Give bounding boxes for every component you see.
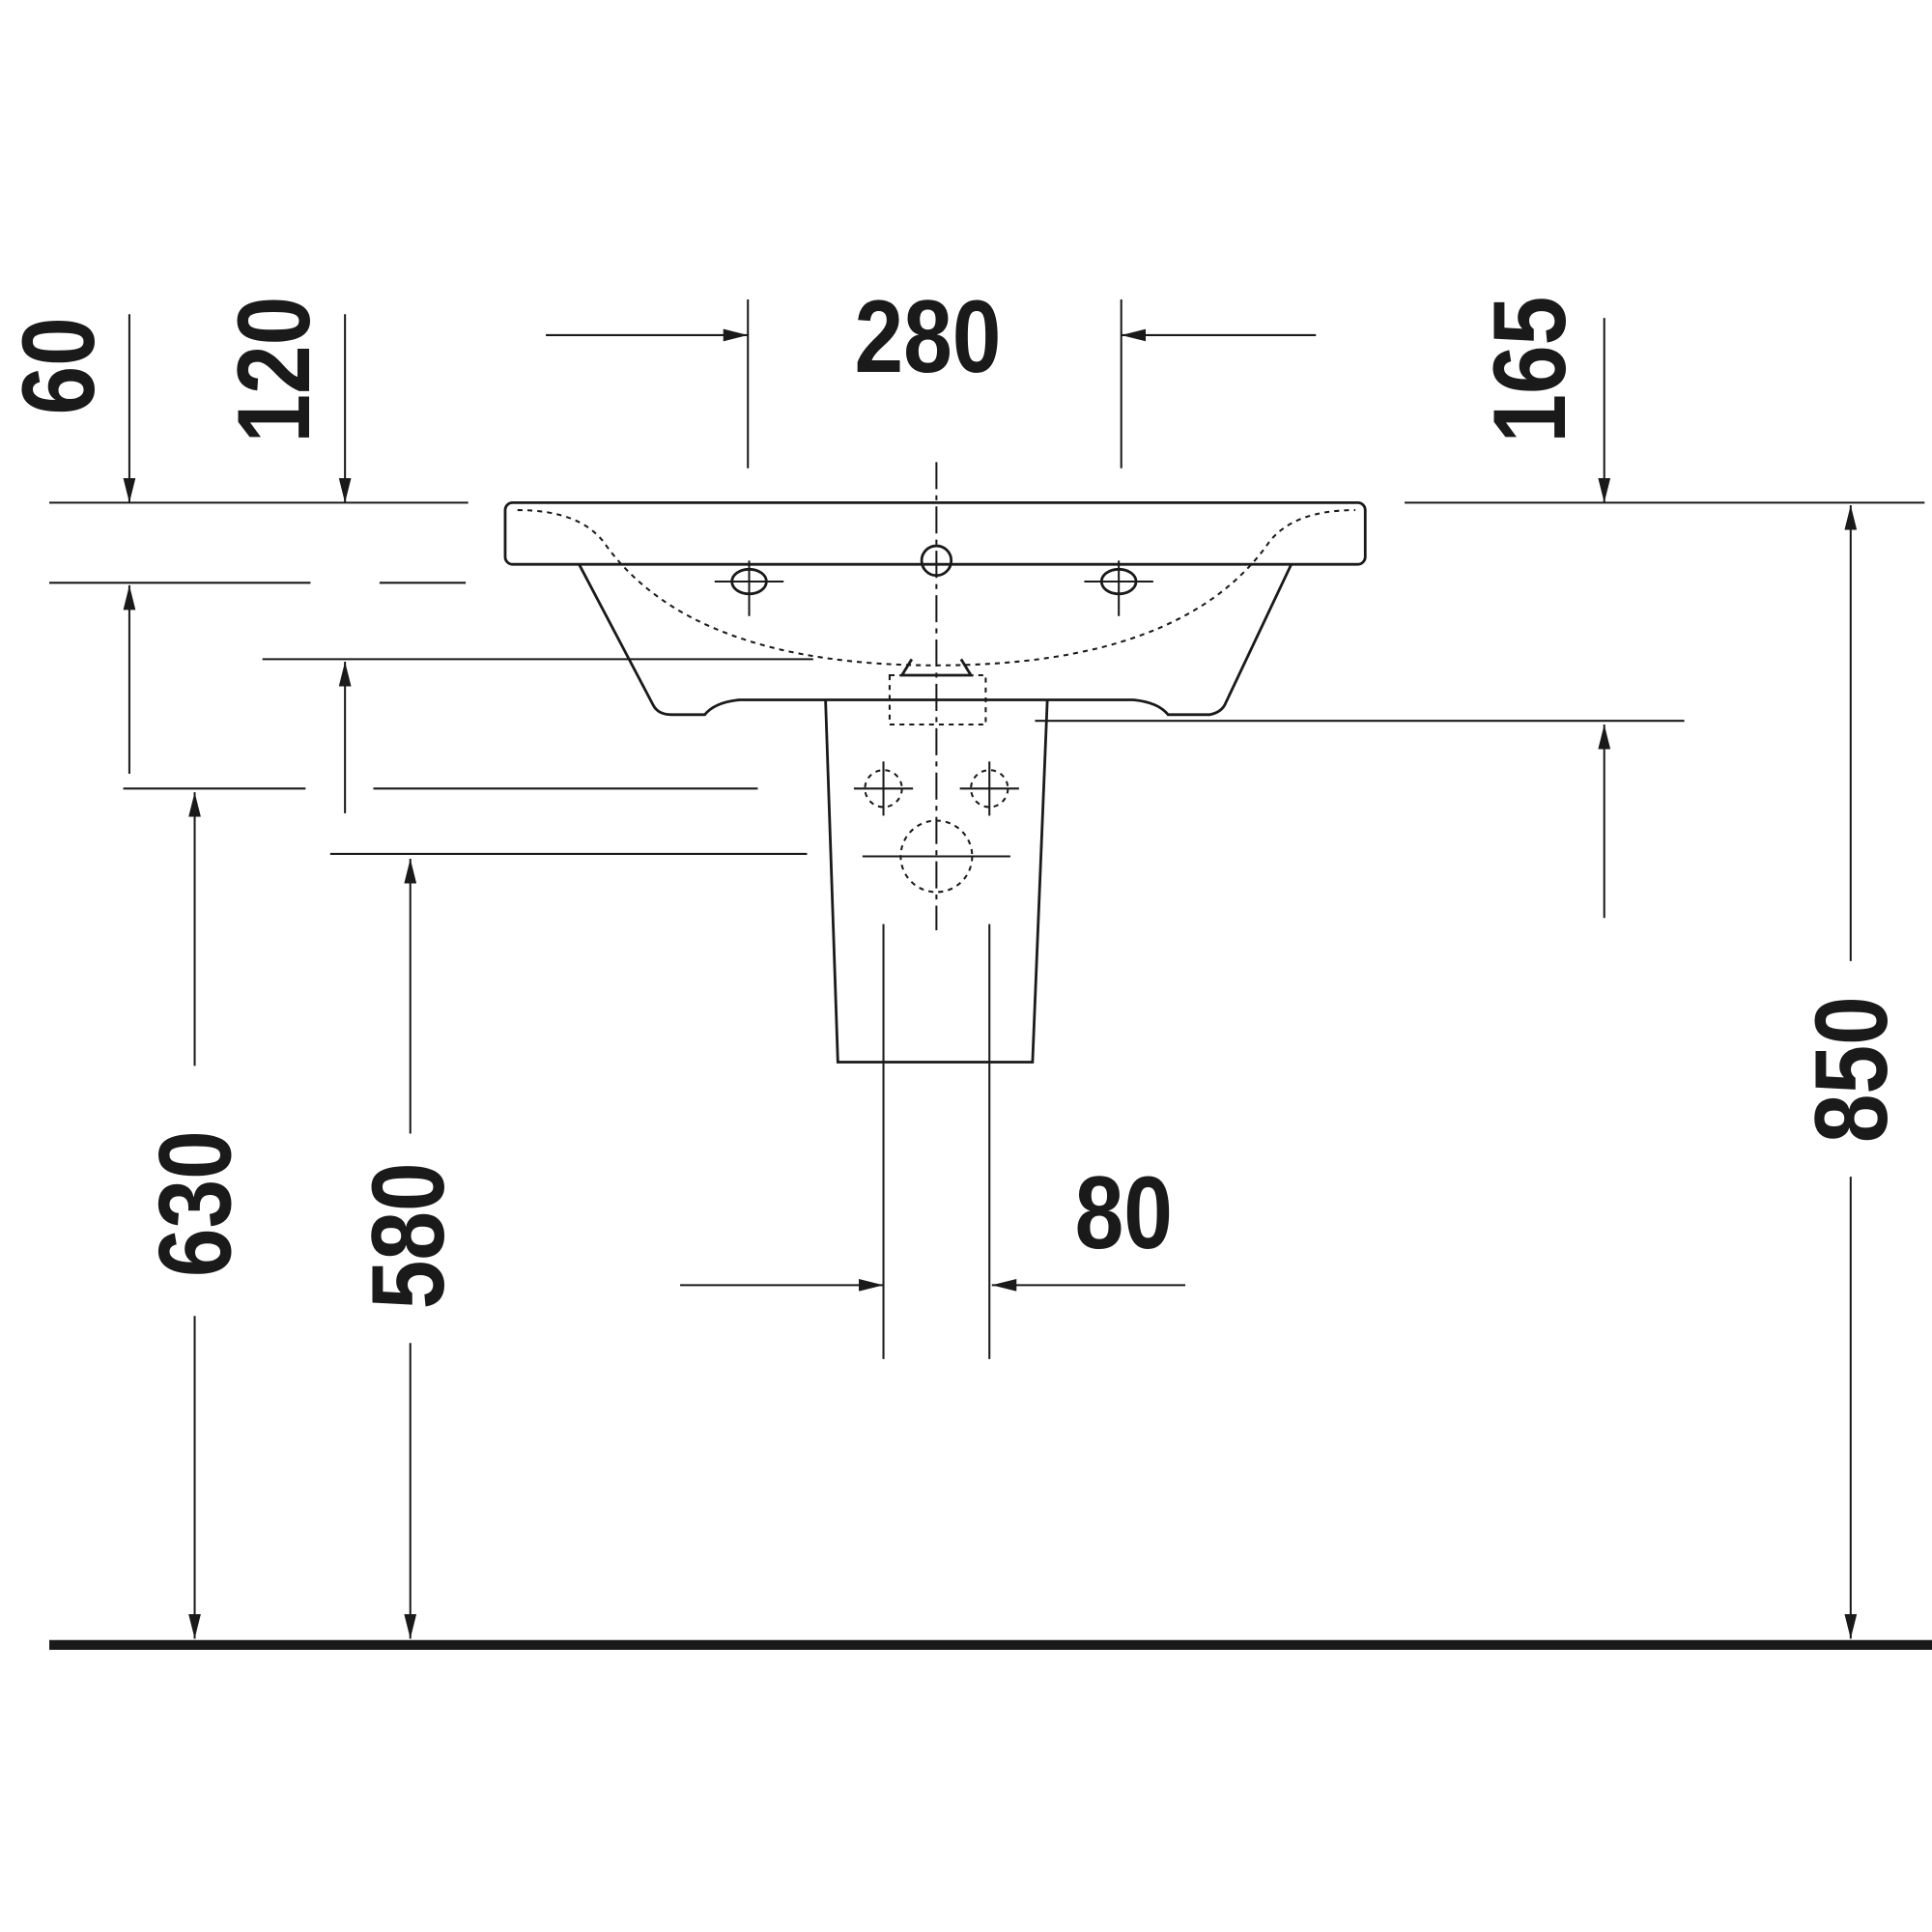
tap-hole-right (1084, 560, 1153, 616)
dim-60-label: 60 (1, 317, 117, 414)
tap-hole-left (714, 560, 784, 616)
dim-580-label: 580 (351, 1162, 467, 1309)
dim-280-label: 280 (854, 279, 1001, 395)
dim-630-label: 630 (138, 1130, 254, 1277)
dim-850-label: 850 (1794, 996, 1910, 1143)
semi-pedestal (824, 699, 1049, 1359)
reference-lines (49, 298, 1925, 855)
dim-165-label: 165 (1472, 297, 1588, 443)
dimension-arrows (123, 314, 1858, 1639)
tap-hole-center (920, 544, 953, 578)
dim-120-label: 120 (216, 297, 332, 443)
dim-80-label: 80 (1075, 1155, 1173, 1271)
washbasin (503, 462, 1367, 931)
